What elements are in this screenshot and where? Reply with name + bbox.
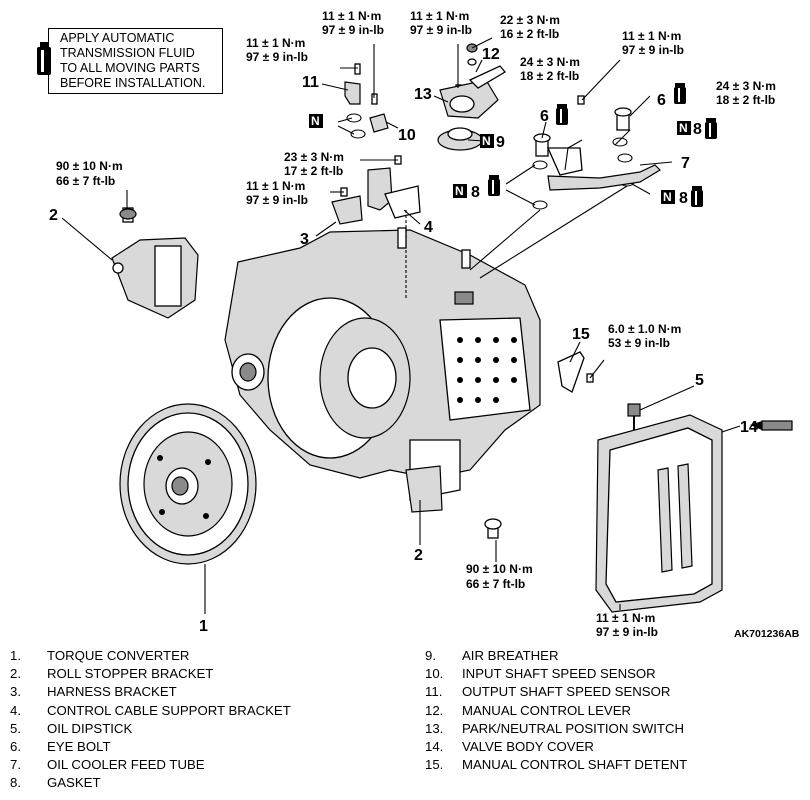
callout-5: 5: [695, 372, 704, 389]
manual-control-shaft-detent: [557, 351, 585, 393]
torque-spec: 90 ± 10 N·m: [466, 562, 533, 576]
legend-left: 1.TORQUE CONVERTER 2.ROLL STOPPER BRACKE…: [10, 647, 400, 793]
torque-spec: 66 ± 7 ft-lb: [466, 577, 525, 591]
legend-item: 11.OUTPUT SHAFT SPEED SENSOR: [425, 684, 671, 700]
callout-6: 6: [540, 108, 549, 125]
callout-6: 6: [657, 92, 666, 109]
torque-spec: 16 ± 2 ft-lb: [500, 27, 559, 41]
leader-lines: [61, 37, 741, 614]
torque-specs: 11 ± 1 N·m 97 ± 9 in-lb 11 ± 1 N·m 97 ± …: [56, 9, 776, 639]
callout-14: 14: [740, 419, 758, 436]
dipstick-and-cover: [595, 403, 793, 613]
callout-8: 8: [471, 184, 480, 201]
callout-8: 8: [679, 190, 688, 207]
callout-8: 8: [693, 121, 702, 138]
callout-12: 12: [482, 46, 500, 63]
torque-spec: 11 ± 1 N·m: [246, 179, 305, 193]
torque-spec: 24 ± 3 N·m: [716, 79, 776, 93]
torque-spec: 11 ± 1 N·m: [596, 611, 655, 625]
legend-item: 3.HARNESS BRACKET: [10, 684, 177, 700]
svg-text:N: N: [455, 184, 464, 198]
legend-item: 8.GASKET: [10, 775, 101, 791]
fluid-bottle-icon: [37, 42, 51, 75]
torque-spec: 6.0 ± 1.0 N·m: [608, 322, 681, 336]
transmission-case: [224, 227, 541, 501]
legend-item: 9.AIR BREATHER: [425, 648, 559, 663]
torque-spec: 11 ± 1 N·m: [410, 9, 469, 23]
torque-spec: 97 ± 9 in-lb: [622, 43, 684, 57]
legend-right: 9.AIR BREATHER 10.INPUT SHAFT SPEED SENS…: [425, 647, 805, 774]
torque-converter: [119, 403, 257, 565]
callout-15: 15: [572, 326, 590, 343]
callout-1: 1: [199, 618, 208, 635]
torque-spec: 22 ± 3 N·m: [500, 13, 560, 27]
legend-item: 12.MANUAL CONTROL LEVER: [425, 702, 632, 718]
torque-spec: 97 ± 9 in-lb: [246, 50, 308, 64]
callout-7: 7: [681, 155, 690, 172]
torque-spec: 11 ± 1 N·m: [322, 9, 381, 23]
callout-2: 2: [414, 547, 423, 564]
callout-9: 9: [496, 134, 505, 151]
callout-13: 13: [414, 86, 432, 103]
torque-spec: 18 ± 2 ft-lb: [520, 69, 579, 83]
torque-spec: 97 ± 9 in-lb: [246, 193, 308, 207]
torque-spec: 97 ± 9 in-lb: [596, 625, 658, 639]
legend-item: 6.EYE BOLT: [10, 739, 111, 755]
torque-spec: 66 ± 7 ft-lb: [56, 174, 115, 188]
sensors-and-brackets: [331, 65, 661, 225]
svg-text:N: N: [663, 190, 672, 204]
svg-text:N: N: [679, 121, 688, 135]
legend-item: 7.OIL COOLER FEED TUBE: [10, 757, 205, 773]
legend-item: 4.CONTROL CABLE SUPPORT BRACKET: [10, 702, 291, 718]
roll-stopper-bracket: [111, 207, 199, 319]
callout-3: 3: [300, 231, 309, 248]
torque-spec: 11 ± 1 N·m: [246, 36, 305, 50]
svg-text:N: N: [311, 114, 320, 128]
fluid-icons: [488, 83, 717, 207]
legend-item: 15.MANUAL CONTROL SHAFT DETENT: [425, 757, 688, 773]
torque-spec: 53 ± 9 in-lb: [608, 336, 670, 350]
callout-11: 11: [302, 74, 319, 91]
callout-10: 10: [398, 127, 416, 144]
torque-spec: 18 ± 2 ft-lb: [716, 93, 775, 107]
torque-spec: 23 ± 3 N·m: [284, 150, 344, 164]
legend-item: 5.OIL DIPSTICK: [10, 720, 133, 736]
torque-spec: 24 ± 3 N·m: [520, 55, 580, 69]
torque-spec: 90 ± 10 N·m: [56, 159, 123, 173]
legend-item: 2.ROLL STOPPER BRACKET: [10, 666, 214, 682]
callout-2: 2: [49, 207, 58, 224]
torque-spec: 17 ± 2 ft-lb: [284, 164, 343, 178]
roll-stopper-bracket-lower: [405, 465, 443, 513]
svg-text:N: N: [482, 134, 491, 148]
image-code: AK701236AB: [734, 628, 800, 640]
legend-item: 1.TORQUE CONVERTER: [10, 648, 190, 663]
n-marks: N N N N N: [309, 114, 691, 204]
legend-item: 10.INPUT SHAFT SPEED SENSOR: [425, 666, 656, 682]
callout-numbers: 1 2 2 3 4 5 6 6 7 8 8 8 9 10 11 12 13 14…: [49, 46, 758, 635]
torque-spec: 97 ± 9 in-lb: [322, 23, 384, 37]
legend-item: 14.VALVE BODY COVER: [425, 739, 594, 755]
torque-spec: 11 ± 1 N·m: [622, 29, 681, 43]
torque-spec: 97 ± 9 in-lb: [410, 23, 472, 37]
note-text: APPLY AUTOMATIC TRANSMISSION FLUID TO AL…: [60, 31, 206, 90]
callout-4: 4: [424, 219, 433, 236]
legend-item: 13.PARK/NEUTRAL POSITION SWITCH: [425, 720, 685, 736]
